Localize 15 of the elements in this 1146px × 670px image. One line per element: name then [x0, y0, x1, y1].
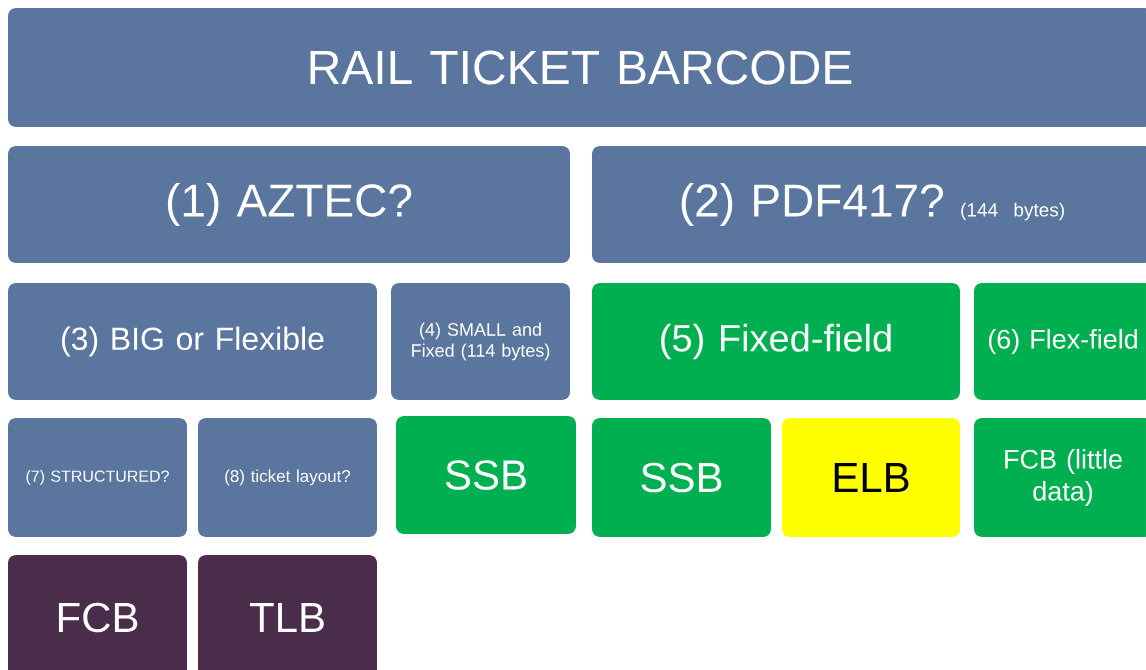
label-box: FCB (little data): [974, 418, 1146, 537]
label-box: TLB: [198, 555, 377, 670]
label-box: RAIL TICKET BARCODE: [8, 8, 1146, 127]
label-box: ELB: [782, 418, 960, 537]
label-box: SSB: [396, 416, 576, 534]
label-box: SSB: [592, 418, 771, 537]
label-box: (5) Fixed-field: [592, 283, 960, 400]
label-box: (7) STRUCTURED?: [8, 418, 187, 537]
label-box: (6) Flex-field: [974, 283, 1146, 400]
label-box: (1) AZTEC?: [8, 146, 570, 263]
label-box: FCB: [8, 555, 187, 670]
label-box: (2) PDF417? (144 bytes): [592, 146, 1146, 263]
label-box: (8) ticket layout?: [198, 418, 377, 537]
label-box: (4) SMALL and Fixed (114 bytes): [391, 283, 570, 400]
label-box: (3) BIG or Flexible: [8, 283, 377, 400]
